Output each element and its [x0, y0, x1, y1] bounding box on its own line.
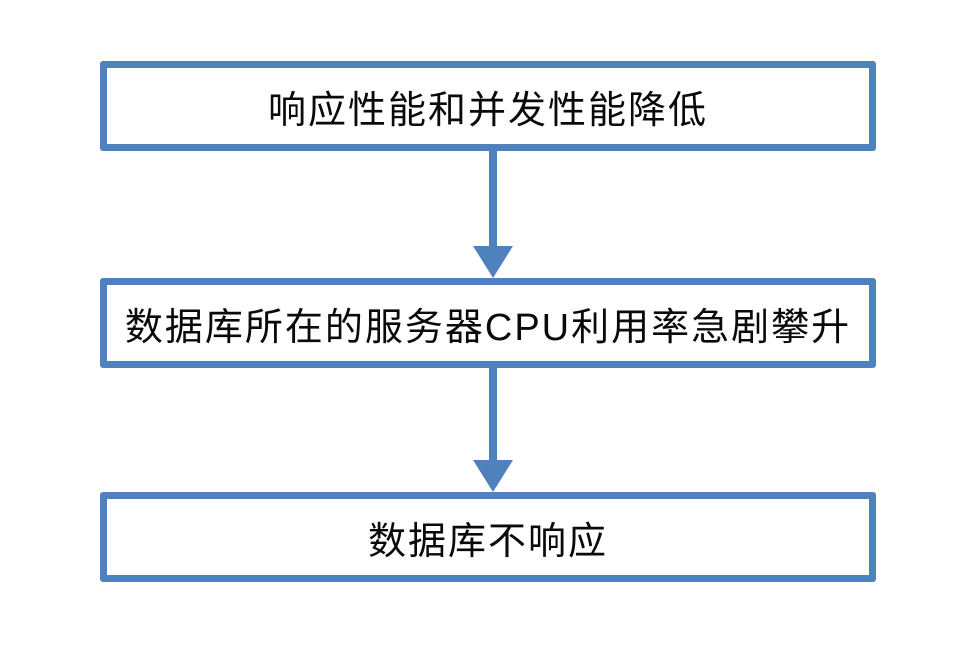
arrow-down-icon — [0, 368, 978, 492]
flow-node-label: 数据库不响应 — [367, 520, 608, 563]
flow-node-performance-degradation: 响应性能和并发性能降低 — [100, 61, 876, 151]
flow-node-label: 响应性能和并发性能降低 — [267, 89, 708, 132]
arrow-head — [473, 246, 513, 278]
arrow-shaft — [489, 151, 497, 248]
arrow-down-icon — [0, 151, 978, 278]
arrow-head — [473, 460, 513, 492]
flow-node-label: 数据库所在的服务器CPU利用率急剧攀升 — [124, 306, 852, 349]
arrow-shaft — [489, 368, 497, 462]
flow-node-db-unresponsive: 数据库不响应 — [100, 492, 876, 582]
flow-node-cpu-spike: 数据库所在的服务器CPU利用率急剧攀升 — [100, 278, 876, 368]
